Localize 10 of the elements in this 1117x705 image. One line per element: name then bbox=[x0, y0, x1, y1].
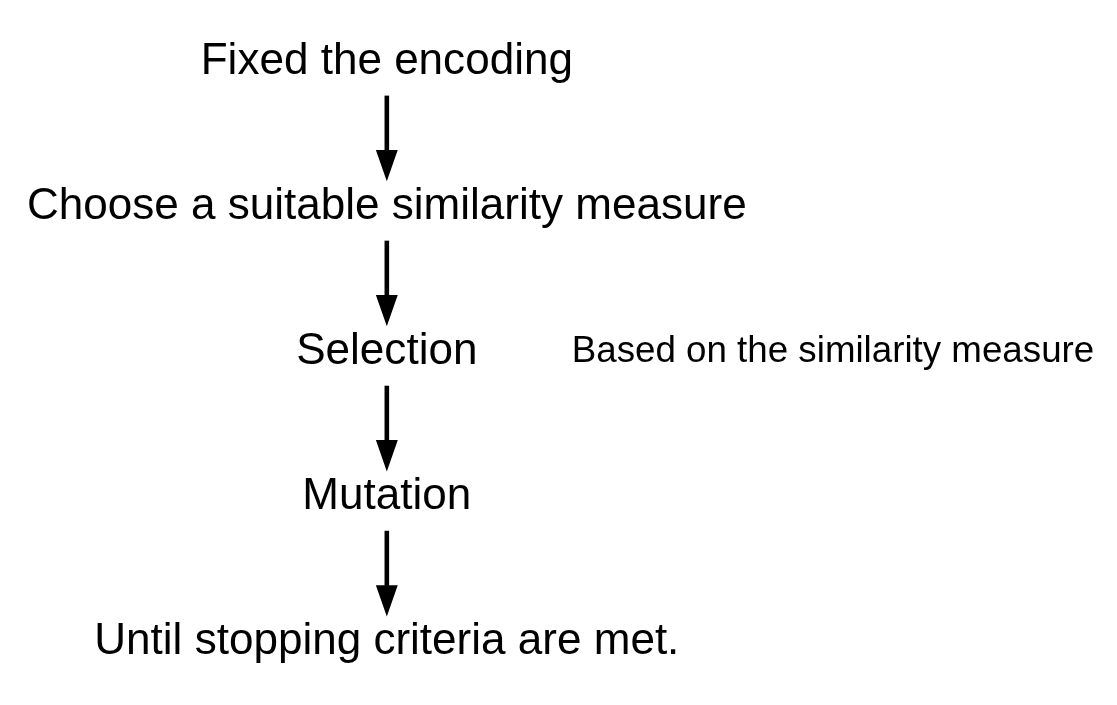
node-text: Fixed the encoding bbox=[200, 33, 573, 83]
arrow bbox=[375, 385, 398, 472]
arrow bbox=[375, 530, 398, 617]
arrow bbox=[375, 95, 398, 182]
node-text: Selection bbox=[296, 323, 478, 373]
arrow bbox=[375, 240, 398, 327]
node-text: Choose a suitable similarity measure bbox=[26, 178, 747, 228]
label: Based on the similarity measure bbox=[571, 328, 1095, 370]
node-text: Until stopping criteria are met. bbox=[94, 613, 680, 663]
node-text: Mutation bbox=[302, 468, 472, 518]
